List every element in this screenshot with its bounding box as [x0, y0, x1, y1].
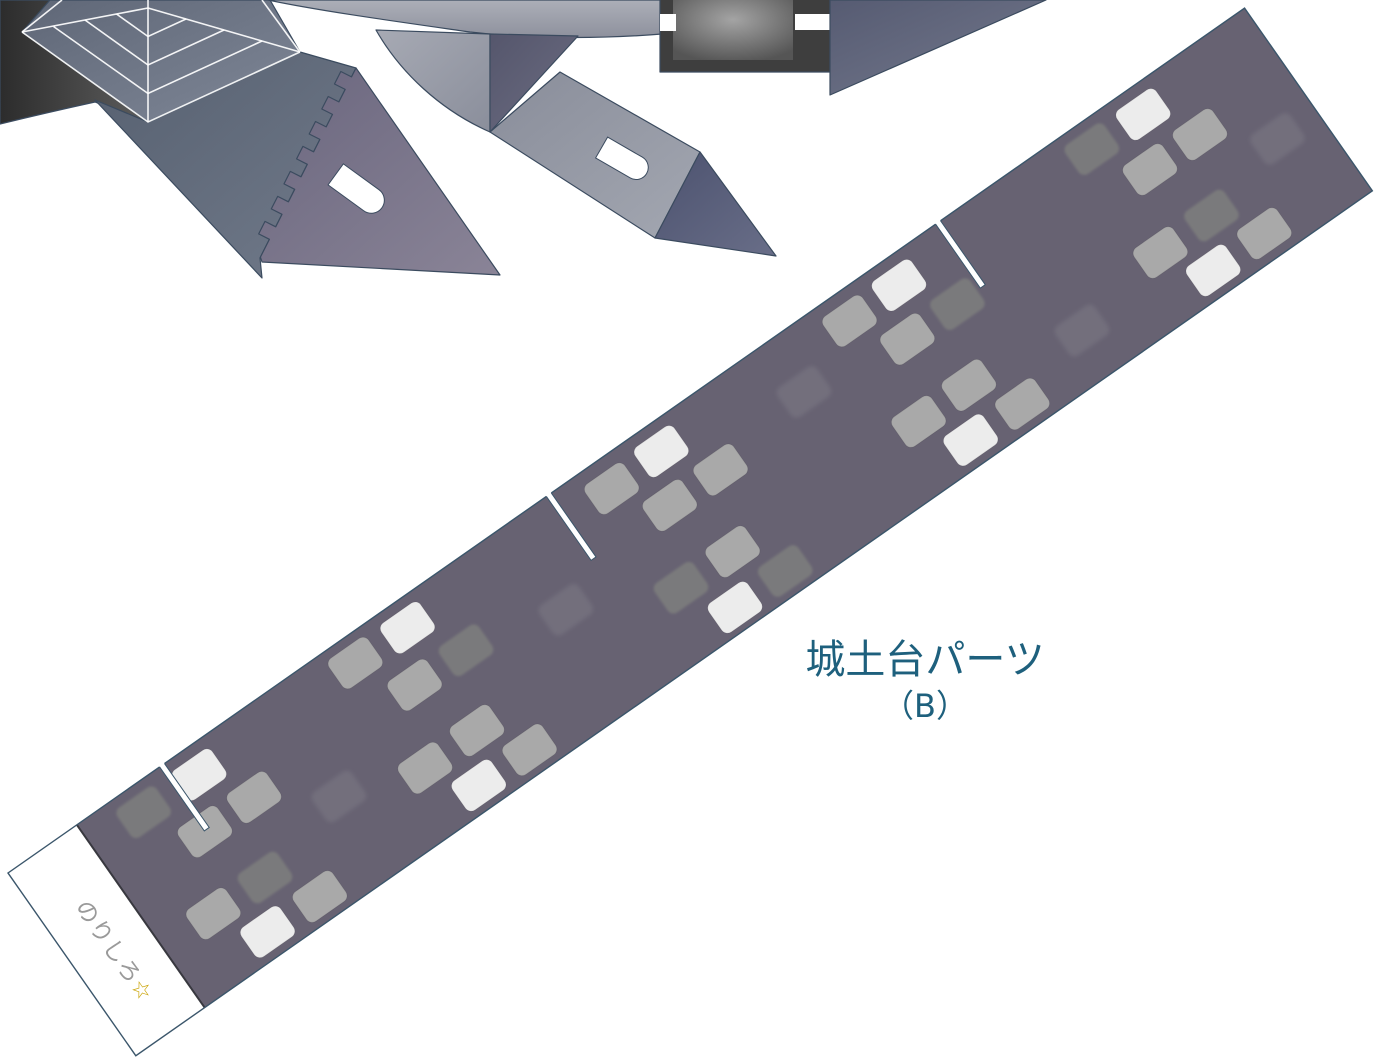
light-stone [1172, 108, 1228, 161]
blue-point-piece [654, 151, 777, 257]
dark-stone [653, 561, 709, 614]
light-stone [583, 462, 640, 515]
faded-stone [538, 583, 594, 636]
white-stone [942, 413, 999, 467]
light-stone [449, 704, 505, 757]
light-stone [327, 636, 384, 690]
dark-stone [1064, 123, 1120, 175]
light-stone [501, 723, 558, 777]
slit-cut [934, 219, 986, 289]
dark-stone [116, 786, 171, 839]
stone-pattern [116, 88, 1305, 959]
light-stone [692, 443, 749, 497]
light-stone [821, 294, 878, 348]
curved-roof-band [267, 0, 663, 39]
top-middle-parts [267, 0, 1047, 257]
faded-stone [1250, 113, 1305, 165]
faded-stone [1054, 304, 1110, 357]
white-stone [633, 425, 690, 478]
swoosh-eave-piece [375, 29, 491, 133]
light-stone [226, 771, 282, 824]
strip-outline [7, 7, 1374, 1057]
box-slit-left [660, 14, 676, 31]
white-stone [451, 759, 507, 812]
light-stone [1122, 143, 1178, 196]
faded-stone [776, 366, 832, 418]
dark-stone [930, 278, 985, 330]
light-stone [642, 479, 698, 532]
light-stone [386, 658, 443, 712]
glue-tab [8, 824, 205, 1056]
light-stone [704, 525, 761, 578]
part-subtitle: （B） [882, 687, 968, 725]
dark-stone [758, 545, 813, 597]
tab-slot-hole [594, 136, 649, 180]
dark-stone [1184, 189, 1239, 242]
light-stone [879, 312, 936, 366]
tab-slot-hole [327, 163, 385, 214]
top-left-parts [0, 0, 501, 279]
light-stone [1236, 207, 1293, 260]
light-stone [1132, 226, 1189, 279]
white-stone [707, 581, 763, 634]
dark-stone [438, 624, 494, 677]
window-box-piece [659, 0, 831, 73]
slit-cut [158, 761, 210, 832]
light-stone [292, 870, 348, 923]
dark-stone [237, 851, 293, 904]
light-stone [994, 377, 1051, 431]
castle-base-strip: のりしろ☆ [7, 7, 1374, 1057]
crenellated-wall-piece [258, 67, 501, 276]
part-title: 城土台パーツ [805, 637, 1044, 683]
white-stone [239, 905, 296, 959]
box-slit-right [795, 14, 830, 30]
white-stone [1185, 244, 1241, 297]
faded-stone [311, 770, 367, 823]
dark-gable-piece [489, 33, 579, 133]
slate-triangle-piece [829, 0, 1047, 96]
light-stone [941, 358, 997, 412]
glue-fold-line [76, 824, 206, 1009]
white-stone [1115, 88, 1171, 141]
white-stone [871, 258, 927, 312]
light-stone [185, 887, 242, 940]
light-stone [397, 741, 453, 795]
white-stone [379, 601, 436, 654]
strip-body [76, 8, 1373, 1008]
roof-web-pattern [21, 0, 301, 123]
slit-cut [545, 491, 597, 562]
light-stone [890, 395, 947, 448]
